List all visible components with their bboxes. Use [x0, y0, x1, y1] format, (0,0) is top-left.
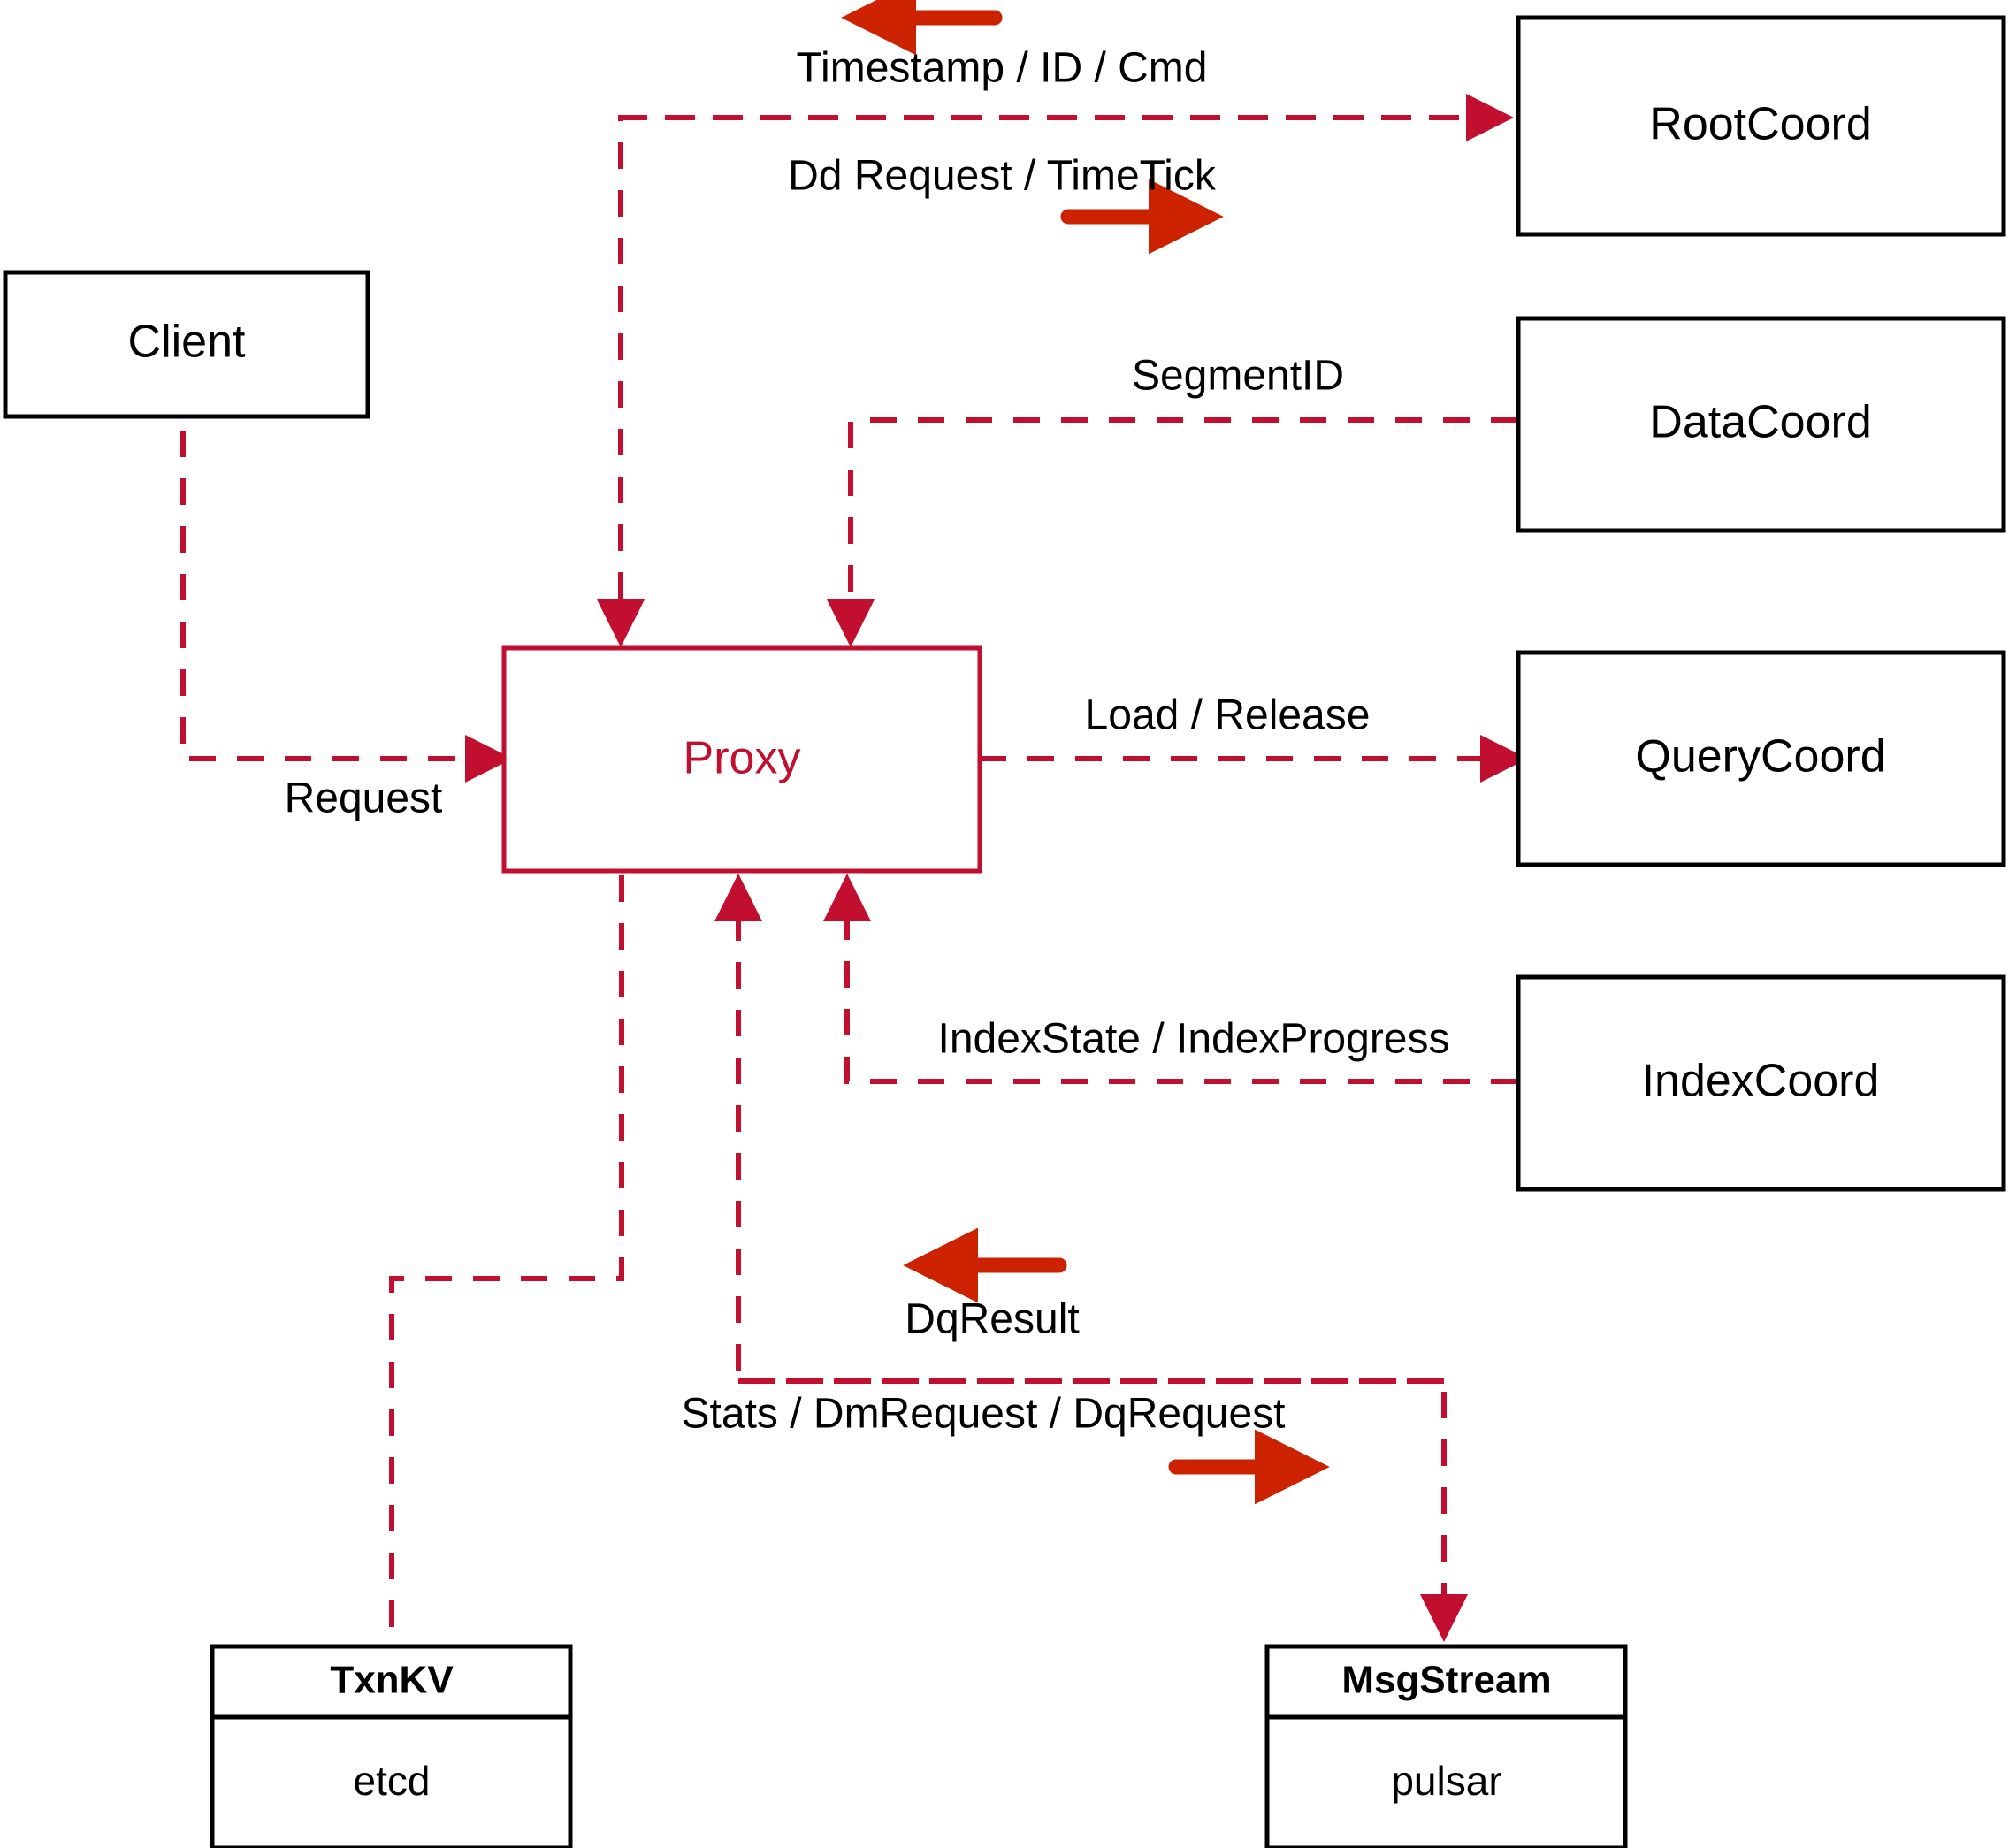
node-txnkv[interactable]: TxnKV etcd	[210, 1644, 573, 1848]
node-query-coord-label: QueryCoord	[1635, 731, 1885, 783]
node-txnkv-box	[210, 1644, 573, 1848]
node-proxy[interactable]: Proxy	[501, 645, 982, 874]
edge-line-client-in	[180, 287, 513, 783]
edge-line-stream-in	[714, 874, 1444, 1384]
edge-label-root-out: Dd Request / TimeTick	[788, 153, 1217, 200]
node-txnkv-impl: etcd	[354, 1758, 431, 1804]
edge-label-index-in: IndexState / IndexProgress	[938, 1016, 1450, 1063]
edge-line-index-in	[823, 874, 1517, 1084]
edge-label-query-out: Load / Release	[1085, 692, 1371, 739]
edge-label-stream-out: Stats / DmRequest / DqRequest	[682, 1391, 1286, 1438]
node-root-coord-label: RootCoord	[1649, 99, 1871, 150]
node-msgstream-impl: pulsar	[1391, 1758, 1501, 1804]
node-msgstream-box	[1264, 1644, 1628, 1848]
edge-line-stream-out	[738, 1378, 1468, 1642]
node-query-coord-box	[1516, 650, 2006, 867]
node-data-coord-label: DataCoord	[1649, 397, 1871, 448]
edge-label-client-in: Request	[285, 775, 443, 822]
node-data-coord-box	[1516, 316, 2006, 533]
node-proxy-label: Proxy	[684, 733, 801, 784]
edge-label-root-in: Timestamp / ID / Cmd	[797, 45, 1208, 92]
edge-line-data-in	[827, 417, 1517, 647]
node-msgstream-title: MsgStream	[1341, 1659, 1551, 1702]
node-query-coord[interactable]: QueryCoord	[1516, 650, 2006, 867]
node-txnkv-title: TxnKV	[330, 1659, 454, 1702]
node-index-coord-label: IndexCoord	[1642, 1056, 1880, 1107]
edge-label-stream-in: DqResult	[905, 1296, 1079, 1343]
node-root-coord[interactable]: RootCoord	[1516, 15, 2006, 237]
node-proxy-box	[501, 645, 982, 874]
edge-line-txnkv	[389, 875, 624, 1646]
node-root-coord-box	[1516, 15, 2006, 237]
node-client-label: Client	[128, 317, 246, 368]
node-client[interactable]: Client	[3, 270, 370, 419]
node-client-box	[3, 270, 370, 419]
edge-label-data-in: SegmentID	[1132, 353, 1344, 400]
node-index-coord[interactable]: IndexCoord	[1516, 974, 2006, 1192]
node-data-coord[interactable]: DataCoord	[1516, 316, 2006, 533]
node-index-coord-box	[1516, 974, 2006, 1192]
node-msgstream[interactable]: MsgStream pulsar	[1264, 1644, 1628, 1848]
